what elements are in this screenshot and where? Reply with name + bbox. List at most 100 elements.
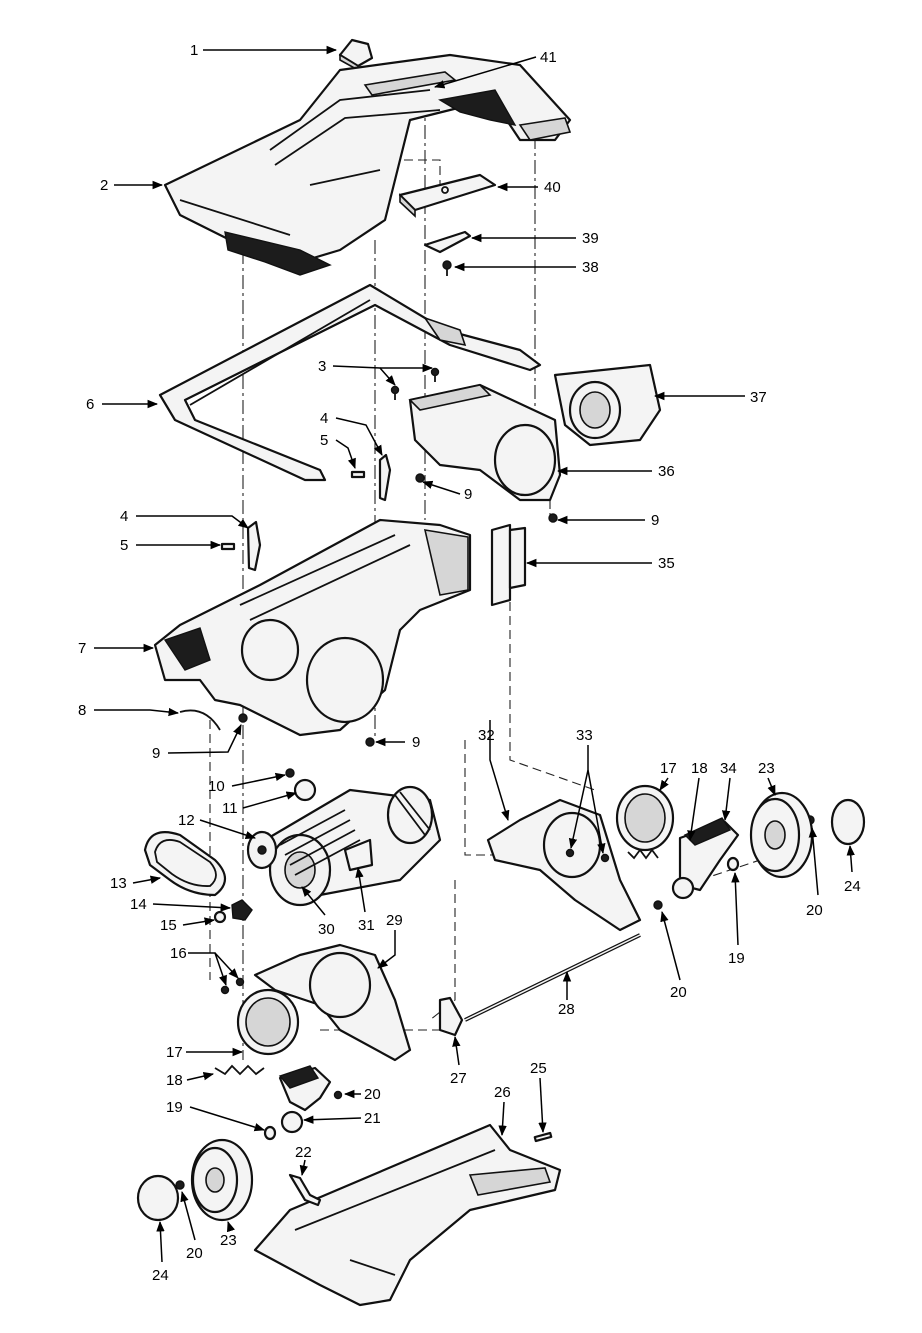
callout-24-lower: 24 — [152, 1267, 169, 1284]
callout-41: 41 — [540, 49, 557, 66]
part-17-ring-upper — [615, 784, 675, 852]
part-39-bracket — [423, 230, 472, 254]
part-12-pulley — [246, 830, 278, 870]
part-23-wheel-upper — [749, 791, 814, 879]
callout-18-upper: 18 — [691, 760, 708, 777]
part-40-plate — [398, 173, 497, 218]
part-16-screws — [220, 977, 245, 995]
part-15-nut — [213, 910, 227, 924]
callout-leaders — [94, 45, 855, 1263]
part-5-pin-upper — [350, 470, 366, 479]
part-18-spring-lower — [214, 1064, 265, 1076]
callout-13: 13 — [110, 875, 127, 892]
callout-labels: 1 41 2 40 39 38 3 6 37 4 5 36 9 9 4 5 35… — [78, 42, 861, 1284]
callout-7: 7 — [78, 640, 86, 657]
part-34-pedal — [671, 817, 740, 900]
part-8-spring-clip — [179, 709, 221, 731]
part-17-ring-lower — [236, 988, 300, 1056]
callout-36: 36 — [658, 463, 675, 480]
callout-28: 28 — [558, 1001, 575, 1018]
part-9-screws — [238, 473, 558, 747]
callout-20-pedal: 20 — [364, 1086, 381, 1103]
part-4-clip-upper — [378, 453, 392, 502]
part-30-motor-assembly — [263, 785, 442, 907]
callout-25: 25 — [530, 1060, 547, 1077]
part-14-star-washer — [231, 899, 253, 921]
callout-4-upper: 4 — [320, 410, 328, 427]
part-37-end-cap — [553, 363, 662, 447]
callout-4-lower: 4 — [120, 508, 128, 525]
callout-9-center: 9 — [412, 734, 420, 751]
callout-19-lower: 19 — [166, 1099, 183, 1116]
part-5-pin-lower — [220, 542, 236, 551]
part-13-belt — [143, 831, 227, 897]
callout-30: 30 — [318, 921, 335, 938]
callout-34: 34 — [720, 760, 737, 777]
callout-9-housing: 9 — [464, 486, 472, 503]
callout-33: 33 — [576, 727, 593, 744]
callout-3: 3 — [318, 358, 326, 375]
callout-26: 26 — [494, 1084, 511, 1101]
callout-17-upper: 17 — [660, 760, 677, 777]
callout-11: 11 — [222, 800, 238, 817]
callout-20-wheel: 20 — [806, 902, 823, 919]
part-11-spacer — [293, 778, 317, 802]
part-18-spring-upper — [627, 848, 659, 860]
part-25-pin — [533, 1131, 553, 1143]
callout-18-lower: 18 — [166, 1072, 183, 1089]
part-28-axle — [464, 933, 641, 1022]
part-21-pedal — [278, 1065, 332, 1134]
callout-22: 22 — [295, 1144, 312, 1161]
callout-21: 21 — [364, 1110, 381, 1127]
callout-2: 2 — [100, 177, 108, 194]
part-4-clip-lower — [246, 520, 262, 572]
callout-10: 10 — [208, 778, 225, 795]
part-7-main-housing — [153, 518, 472, 737]
part-31-bracket — [343, 838, 374, 872]
callout-9-left: 9 — [152, 745, 160, 762]
callout-6: 6 — [86, 396, 94, 413]
part-24-hubcap-upper — [830, 798, 866, 846]
callout-20-plate: 20 — [670, 984, 687, 1001]
callout-9-right: 9 — [651, 512, 659, 529]
callout-35: 35 — [658, 555, 675, 572]
part-1-tab — [338, 38, 374, 72]
part-38-screw — [442, 260, 452, 276]
callout-16: 16 — [170, 945, 187, 962]
part-41-cover-recess — [363, 71, 457, 96]
callout-15: 15 — [160, 917, 177, 934]
callout-5-upper: 5 — [320, 432, 328, 449]
callout-1: 1 — [190, 42, 198, 59]
part-6-handle-frame — [158, 283, 542, 482]
callout-38: 38 — [582, 259, 599, 276]
part-35-seals — [490, 523, 527, 607]
part-10-screw — [285, 768, 295, 778]
callout-29: 29 — [386, 912, 403, 929]
part-19-washer-upper — [726, 856, 740, 872]
part-24-hubcap-lower — [136, 1174, 180, 1222]
part-2-top-cover — [163, 53, 572, 276]
callout-32: 32 — [478, 727, 495, 744]
callout-23-upper: 23 — [758, 760, 775, 777]
part-36-side-housing — [408, 383, 562, 502]
callout-12: 12 — [178, 812, 195, 829]
callout-31: 31 — [358, 917, 375, 934]
callout-17-lower: 17 — [166, 1044, 183, 1061]
part-26-base-nozzle — [253, 1123, 562, 1307]
callout-8: 8 — [78, 702, 86, 719]
callout-23-lower: 23 — [220, 1232, 237, 1249]
callout-27: 27 — [450, 1070, 467, 1087]
callout-24-upper: 24 — [844, 878, 861, 895]
callout-19-upper: 19 — [728, 950, 745, 967]
part-27-lever — [438, 996, 464, 1037]
part-23-wheel-lower — [190, 1138, 254, 1222]
part-22-clip — [288, 1173, 322, 1207]
callout-20-lower: 20 — [186, 1245, 203, 1262]
part-29-side-plate — [253, 943, 412, 1062]
part-19-washer-lower — [263, 1125, 277, 1141]
part-33-screws — [565, 848, 610, 863]
callout-40: 40 — [544, 179, 561, 196]
callout-14: 14 — [130, 896, 147, 913]
callout-5-lower: 5 — [120, 537, 128, 554]
